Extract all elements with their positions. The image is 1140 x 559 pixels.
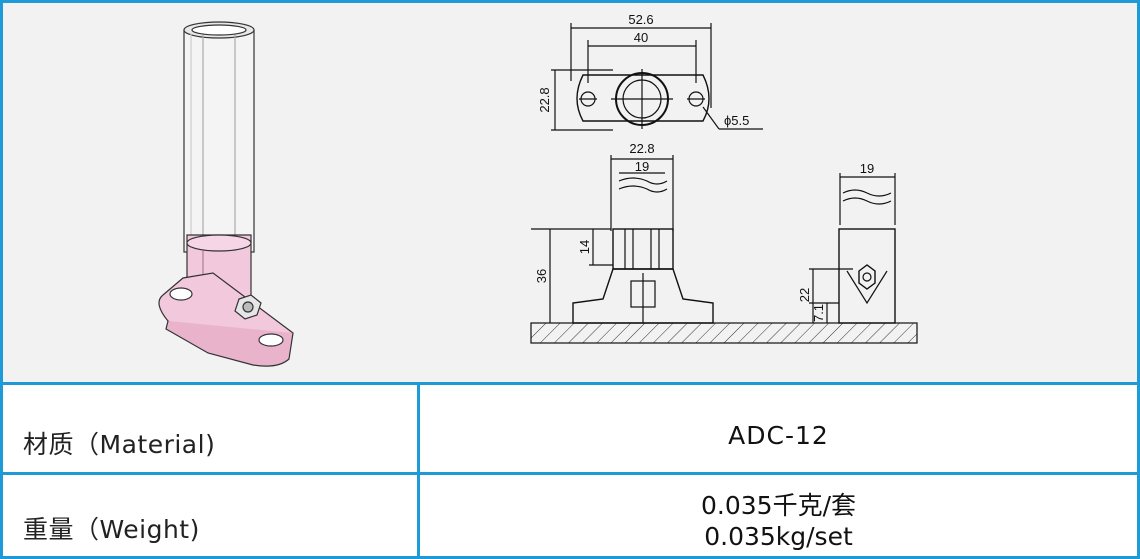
top-view bbox=[551, 23, 763, 131]
weight-value: 0.035千克/套 0.035kg/set bbox=[420, 490, 1137, 552]
material-row: 材质（Material) ADC-12 bbox=[3, 385, 1137, 475]
dim-pipe-diameter-side: 19 bbox=[860, 161, 874, 176]
dim-base-thickness: 7.1 bbox=[811, 304, 826, 322]
technical-drawing-panel: 52.6 40 22.8 ϕ5.5 bbox=[3, 3, 1137, 385]
weight-label: 重量（Weight) bbox=[23, 515, 200, 544]
dim-pipe-diameter-front: 19 bbox=[635, 159, 649, 174]
dim-bolt-height: 22 bbox=[797, 288, 812, 302]
side-view bbox=[809, 173, 896, 324]
dim-total-height: 36 bbox=[534, 269, 549, 283]
front-view bbox=[531, 155, 714, 324]
weight-value-cn: 0.035千克/套 bbox=[701, 491, 856, 520]
dim-base-width: 22.8 bbox=[629, 141, 654, 156]
weight-row: 重量（Weight) 0.035千克/套 0.035kg/set bbox=[3, 478, 1137, 559]
dim-hole-diameter: ϕ5.5 bbox=[724, 113, 749, 128]
weight-value-en: 0.035kg/set bbox=[704, 522, 853, 551]
dim-width-overall: 52.6 bbox=[628, 12, 653, 27]
product-illustration bbox=[158, 21, 294, 367]
dim-flange-height: 22.8 bbox=[537, 87, 552, 112]
dim-insert-depth: 14 bbox=[577, 240, 592, 254]
drawing-canvas: 52.6 40 22.8 ϕ5.5 bbox=[158, 12, 918, 367]
dim-hole-spacing: 40 bbox=[634, 30, 648, 45]
material-value: ADC-12 bbox=[728, 421, 829, 450]
ground-hatch bbox=[530, 322, 918, 344]
material-label: 材质（Material) bbox=[23, 430, 216, 459]
